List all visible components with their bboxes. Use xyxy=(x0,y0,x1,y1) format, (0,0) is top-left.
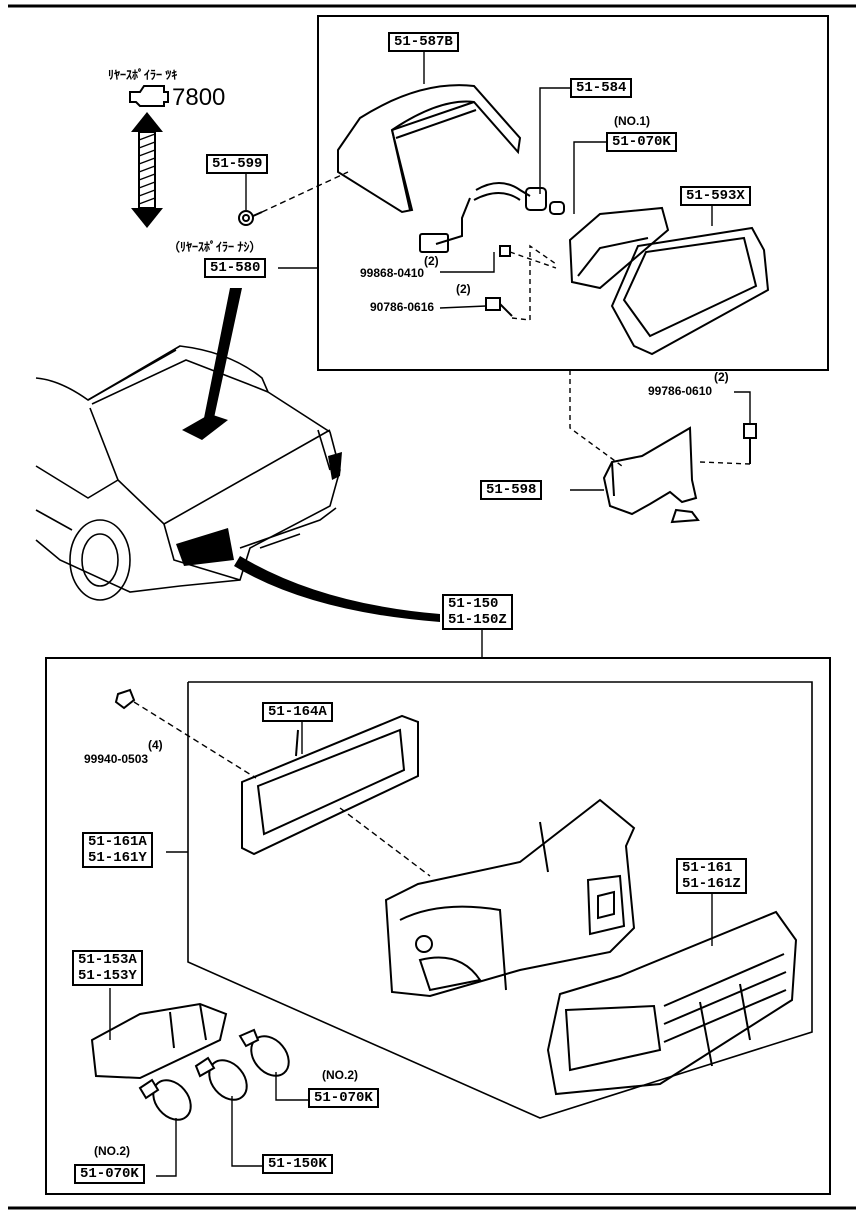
screw-99868 xyxy=(499,245,557,269)
label-51-153y: 51-153Y xyxy=(78,968,137,984)
label-51-161z: 51-161Z xyxy=(682,876,741,892)
bulb-socket-assembly xyxy=(90,1002,228,1080)
label-51-161y: 51-161Y xyxy=(88,850,147,866)
screw-90786 xyxy=(485,297,531,321)
leaders-upper xyxy=(245,48,751,491)
label-51-598[interactable]: 51-598 xyxy=(480,480,543,500)
lamp-housing xyxy=(384,798,636,998)
label-51-587b[interactable]: 51-587B xyxy=(388,32,459,52)
spoiler-equipped-note: ﾘﾔｰｽﾎﾟｲﾗｰ ﾂｷ xyxy=(108,68,178,82)
label-51-164a[interactable]: 51-164A xyxy=(262,702,333,722)
note-no1: (NO.1) xyxy=(614,114,650,128)
car-tail-lamp-right xyxy=(328,452,342,480)
upper-group-frame xyxy=(317,15,829,371)
double-arrow-icon xyxy=(131,112,163,228)
part-99868: 99868-0410 xyxy=(360,266,425,280)
gasket xyxy=(241,714,419,856)
lamp-lens xyxy=(610,226,770,356)
part-99940: 99940-0503 xyxy=(84,752,149,766)
label-51-070k-right[interactable]: 51-070K xyxy=(308,1088,379,1108)
screw-99786 xyxy=(743,423,757,464)
label-51-150-group[interactable]: 51-150 51-150Z xyxy=(442,594,513,630)
dash-washer xyxy=(261,171,349,213)
label-51-599[interactable]: 51-599 xyxy=(206,154,269,174)
car-hm-lamp xyxy=(182,414,228,440)
lower-group-frame xyxy=(45,657,831,1195)
note-no2-left: (NO.2) xyxy=(94,1144,130,1158)
dash-lamp xyxy=(529,244,557,320)
label-51-161a-group[interactable]: 51-161A 51-161Y xyxy=(82,832,153,868)
car-tail-lamp xyxy=(176,528,234,566)
part-90786: 90786-0616 xyxy=(370,300,435,314)
pointer-hm xyxy=(204,288,242,418)
bulb-socket xyxy=(419,182,565,253)
dash-99786 xyxy=(699,461,751,465)
label-51-150z: 51-150Z xyxy=(448,612,507,628)
label-51-153a: 51-153A xyxy=(78,952,137,968)
label-51-161: 51-161 xyxy=(682,860,733,876)
label-51-161a: 51-161A xyxy=(88,834,147,850)
washer xyxy=(238,210,263,226)
label-51-161-group[interactable]: 51-161 51-161Z xyxy=(676,858,747,894)
lamp-body xyxy=(568,206,670,290)
no-spoiler-note: （ﾘﾔｰｽﾎﾟｲﾗｰ ﾅｼ） xyxy=(168,240,262,254)
nut-99940 xyxy=(114,688,136,710)
label-51-580[interactable]: 51-580 xyxy=(204,258,267,278)
label-51-153a-group[interactable]: 51-153A 51-153Y xyxy=(72,950,143,986)
spoiler-cover xyxy=(337,84,522,214)
qty-90786: (2) xyxy=(456,282,471,296)
qty-99786: (2) xyxy=(714,370,729,384)
tail-lens xyxy=(546,910,798,1096)
pointer-tail xyxy=(234,556,440,622)
qty-99940: (4) xyxy=(148,738,163,752)
dash-nut xyxy=(133,701,257,779)
bulb-icon xyxy=(138,1028,290,1121)
label-51-070k-left[interactable]: 51-070K xyxy=(74,1164,145,1184)
label-51-593x[interactable]: 51-593X xyxy=(680,186,751,206)
label-51-584[interactable]: 51-584 xyxy=(570,78,633,98)
label-51-150k[interactable]: 51-150K xyxy=(262,1154,333,1174)
ref-number: 7800 xyxy=(172,84,226,111)
bracket xyxy=(602,426,700,524)
label-51-150: 51-150 xyxy=(448,596,499,612)
label-51-070k-top[interactable]: 51-070K xyxy=(606,132,677,152)
dash-gasket xyxy=(339,807,431,877)
dash-bracket xyxy=(569,370,623,467)
leaders-lower xyxy=(109,718,713,1177)
part-99786: 99786-0610 xyxy=(648,384,713,398)
note-no2-right: (NO.2) xyxy=(322,1068,358,1082)
qty-99868: (2) xyxy=(424,254,439,268)
pointing-hand-icon xyxy=(129,85,169,107)
